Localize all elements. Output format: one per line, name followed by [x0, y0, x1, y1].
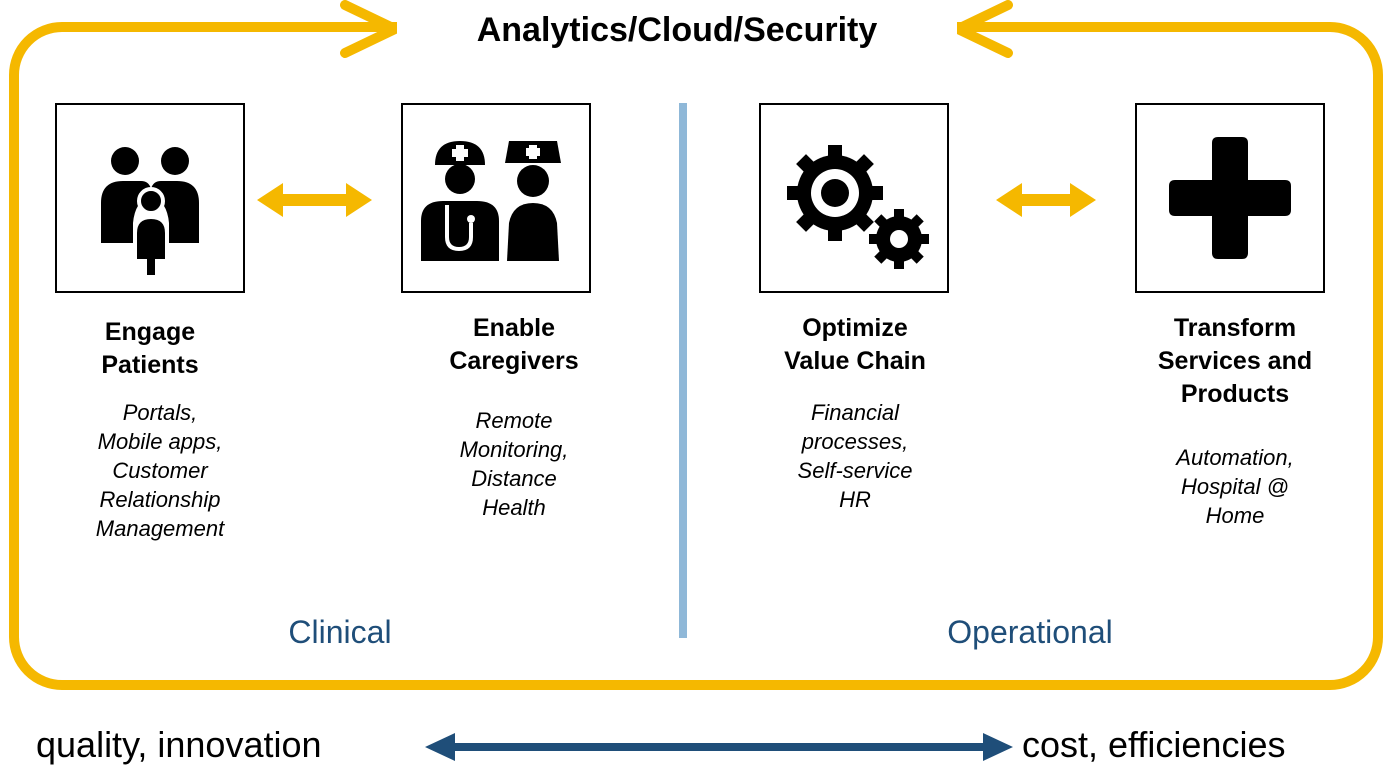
diagram-title: Analytics/Cloud/Security — [397, 8, 957, 52]
family-icon — [101, 147, 199, 279]
medical-cross-icon — [1169, 137, 1291, 259]
medical-cross-icon-box — [1135, 103, 1325, 293]
family-icon-box — [55, 103, 245, 293]
footer-right-label: cost, efficiencies — [1022, 724, 1286, 765]
frame-arrow-left-head — [340, 0, 400, 58]
heading-optimize-value-chain: Optimize Value Chain — [784, 314, 926, 375]
double-arrow-operational — [996, 183, 1096, 217]
heading-transform-services: Transform Services and Products — [1157, 314, 1313, 408]
section-label-operational: Operational — [947, 614, 1113, 650]
footer-left-label: quality, innovation — [36, 724, 322, 765]
heading-enable-caregivers: Enable Caregivers — [449, 314, 579, 375]
heading-engage-patients: Engage Patients — [101, 318, 199, 379]
caregivers-icon — [421, 141, 561, 261]
caregivers-icon-box — [401, 103, 591, 293]
detail-engage-patients: Portals, Mobile apps, Customer Relations… — [95, 400, 225, 541]
footer-double-arrow — [425, 733, 1013, 761]
detail-optimize-value-chain: Financial processes, Self-service HR — [797, 400, 913, 512]
gears-icon — [787, 145, 929, 269]
detail-enable-caregivers: Remote Monitoring, Distance Health — [459, 408, 569, 520]
gears-icon-box — [759, 103, 949, 293]
double-arrow-clinical — [257, 183, 372, 217]
section-label-clinical: Clinical — [288, 614, 392, 650]
frame-arrow-right-head — [953, 0, 1013, 58]
detail-transform-services: Automation, Hospital @ Home — [1176, 445, 1294, 528]
